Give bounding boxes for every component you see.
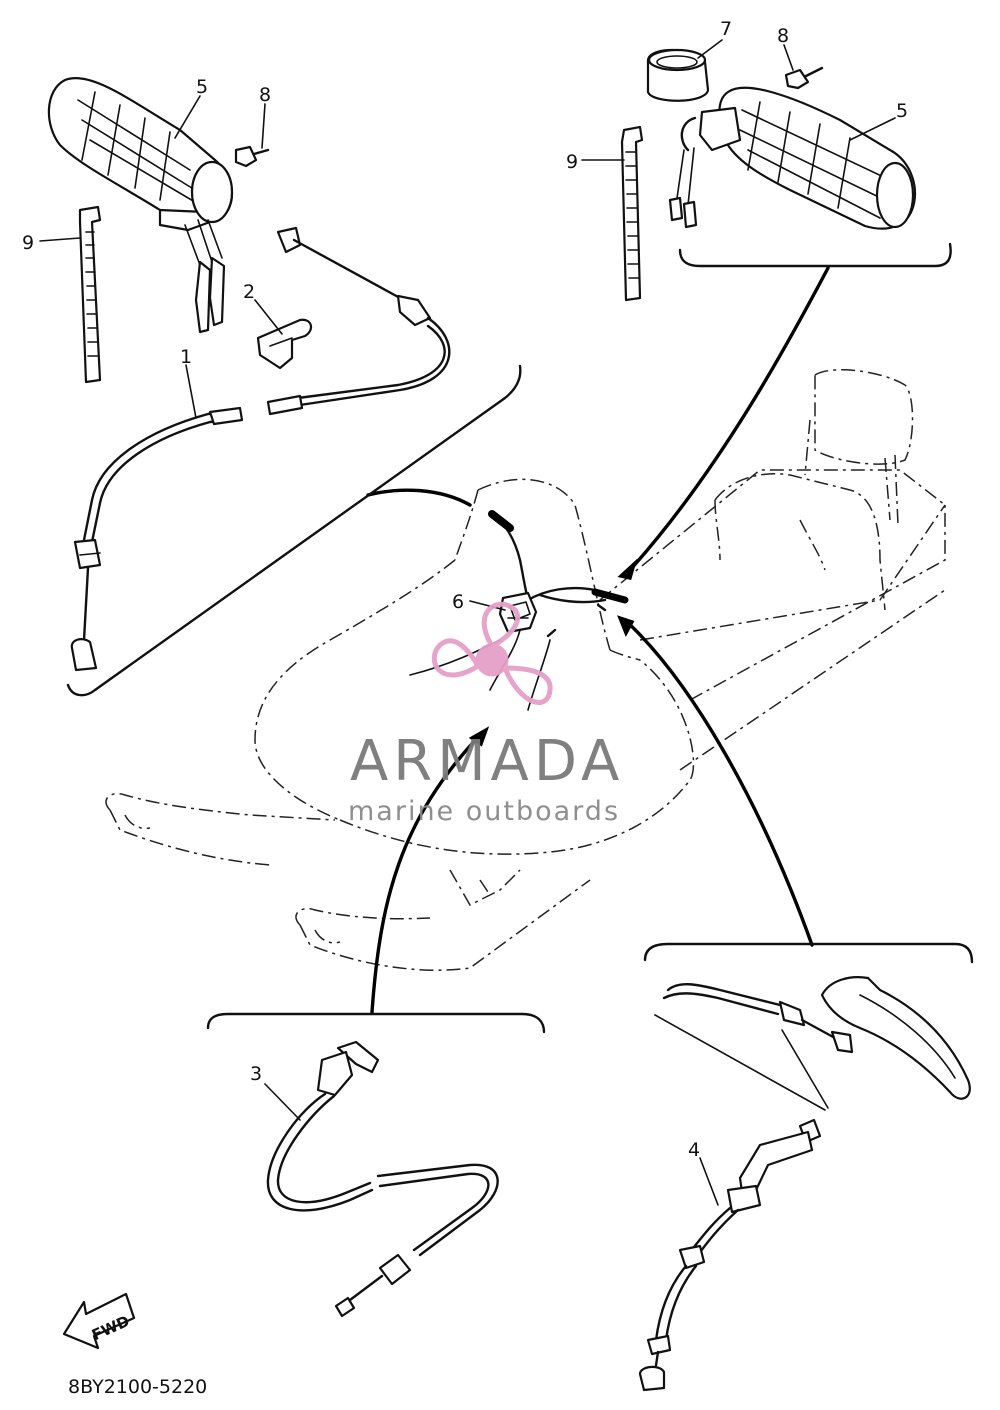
left-cable-tie-part-9 [78, 205, 102, 384]
choke-cable-part-3 [266, 1040, 499, 1318]
propeller-logo-icon [431, 601, 553, 705]
callout-3: 3 [250, 1063, 262, 1085]
left-screw-part-8 [234, 145, 270, 168]
throttle-cable-part-1 [70, 226, 451, 672]
diagram-code: 8BY2100-5220 [68, 1376, 207, 1398]
snowmobile-outline [105, 369, 946, 971]
watermark-tagline: marine outboards [348, 796, 620, 827]
brake-cable-part-4 [638, 976, 971, 1392]
armada-watermark: ARMADA marine outboards [348, 601, 624, 827]
left-grip-part-5 [47, 77, 234, 334]
right-screw-part-8 [784, 66, 824, 90]
right-grip-part-5 [668, 86, 917, 230]
clip-part-2 [256, 318, 313, 370]
callout-4: 4 [688, 1139, 700, 1161]
fwd-arrow-icon: FWD [62, 1292, 136, 1350]
callout-2: 2 [243, 281, 255, 303]
callout-5-left: 5 [196, 76, 208, 98]
callout-9-left: 9 [22, 232, 34, 254]
leader-lines [366, 266, 830, 1014]
callout-6: 6 [452, 591, 464, 613]
group-brackets [66, 242, 974, 1111]
watermark-brand: ARMADA [350, 729, 624, 794]
callout-5-right: 5 [896, 100, 908, 122]
right-cable-tie-part-9 [620, 125, 644, 302]
callout-9-right: 9 [566, 151, 578, 173]
ring-part-7 [646, 48, 710, 102]
callout-7: 7 [720, 18, 732, 40]
callout-1: 1 [180, 346, 192, 368]
callout-8-right: 8 [777, 25, 789, 47]
callout-8-left: 8 [259, 84, 271, 106]
callout-leaders [39, 39, 896, 1206]
